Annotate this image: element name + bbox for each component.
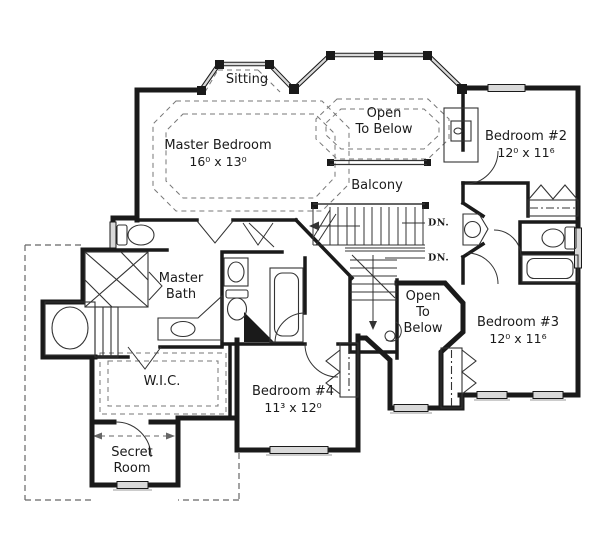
secret-room-access-arrows <box>93 432 175 440</box>
windows <box>109 84 582 491</box>
master-vanity-icon <box>157 294 223 341</box>
hall-closet-door-leaf <box>248 222 275 248</box>
linen-closet <box>94 306 119 358</box>
ceiling-break-lines <box>152 69 450 212</box>
master-tub-icon <box>44 301 96 356</box>
label-wic: W.I.C. <box>143 374 181 389</box>
label-sitting: Sitting <box>225 72 269 87</box>
secret-room-door-arc <box>115 421 152 458</box>
label-bedroom4: Bedroom #4 11³ x 12⁰ <box>251 384 335 415</box>
roof-outline-dashed <box>24 244 240 501</box>
label-dn-upper: DN. <box>428 217 450 229</box>
bay-window-bands <box>199 52 463 92</box>
shared-bath-toilet-icon <box>541 226 577 250</box>
hall-bath-door-arc <box>274 312 306 344</box>
master-toilet-icon <box>116 224 155 246</box>
pedestal-sink-icon <box>462 213 489 246</box>
shared-bath-door-arc <box>493 229 522 258</box>
staircase <box>309 203 425 342</box>
chase-wedge <box>244 312 274 342</box>
master-bath-door <box>242 222 274 246</box>
hall-bath-tub-icon <box>269 267 304 343</box>
bedroom4-door-arc <box>304 343 339 378</box>
label-bedroom2: Bedroom #2 12⁰ x 11⁶ <box>484 129 568 160</box>
wic-shelving-dashed <box>99 352 227 415</box>
wic-door <box>127 346 162 370</box>
closets <box>94 184 579 409</box>
chimney-chase-icon <box>443 107 479 163</box>
label-master-bedroom: Master Bedroom 16⁰ x 13⁰ <box>164 138 272 169</box>
bedroom3-door-arc <box>466 252 499 285</box>
shower-door <box>148 271 163 301</box>
label-open-to-below-bottom: Open To Below <box>403 289 443 336</box>
bedroom2-door-arc <box>464 150 499 185</box>
bedroom2-closet-bifold <box>528 184 578 200</box>
fixtures <box>44 107 579 356</box>
bedroom3-closet-bifold <box>461 349 477 395</box>
master-bedroom-door <box>196 220 234 244</box>
label-secret-room: Secret Room <box>111 445 153 476</box>
wall-corner-blocks <box>197 51 467 342</box>
shared-bath-tub-icon <box>521 254 579 283</box>
hall-bath-vanity-icon <box>223 257 249 287</box>
label-balcony: Balcony <box>351 178 403 193</box>
balcony-edge <box>330 159 427 166</box>
hall-bath-toilet-icon <box>225 289 249 321</box>
label-master-bath: Master Bath <box>158 271 204 302</box>
bedroom4-closet-bifold <box>325 349 341 395</box>
label-dn-lower: DN. <box>428 252 450 264</box>
label-open-to-below-top: Open To Below <box>355 106 413 137</box>
label-bedroom3: Bedroom #3 12⁰ x 11⁶ <box>476 315 560 346</box>
shower-icon <box>84 251 149 308</box>
doors <box>115 150 522 458</box>
